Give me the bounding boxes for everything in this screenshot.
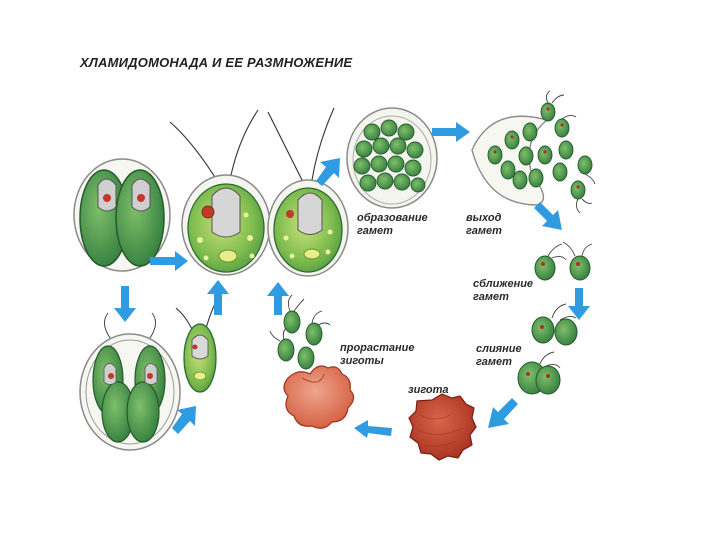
cycle-arrows (114, 122, 590, 438)
gametes-fusing (517, 303, 578, 395)
arrow-up-1 (207, 280, 229, 315)
arrow-down-1 (114, 286, 136, 322)
arrow-down-2 (568, 288, 590, 320)
arrow-up-2 (267, 282, 289, 315)
adult-cell-1 (169, 109, 271, 276)
arrow-down-left-1 (488, 398, 518, 428)
gametes-approaching (534, 241, 593, 281)
zoospore (175, 297, 219, 393)
gamete-formation-cell (346, 107, 438, 209)
gametes-exit (471, 90, 596, 214)
adult-cell-2 (267, 107, 349, 277)
arrow-down-right-1 (534, 202, 562, 230)
arrow-right-1 (150, 251, 188, 271)
dividing-cell (73, 158, 171, 272)
diagram-title: ХЛАМИДОМОНАДА И ЕЕ РАЗМНОЖЕНИЕ (80, 55, 353, 70)
label-zygote: зигота (408, 384, 449, 396)
arrow-left-1 (354, 420, 392, 438)
arrow-right-2 (432, 122, 470, 142)
arrow-up-right-1 (172, 406, 196, 434)
four-daughter-cells (79, 312, 181, 451)
zygote (408, 393, 477, 461)
arrow-up-right-2 (316, 158, 340, 186)
germinating-zygote (269, 294, 355, 429)
